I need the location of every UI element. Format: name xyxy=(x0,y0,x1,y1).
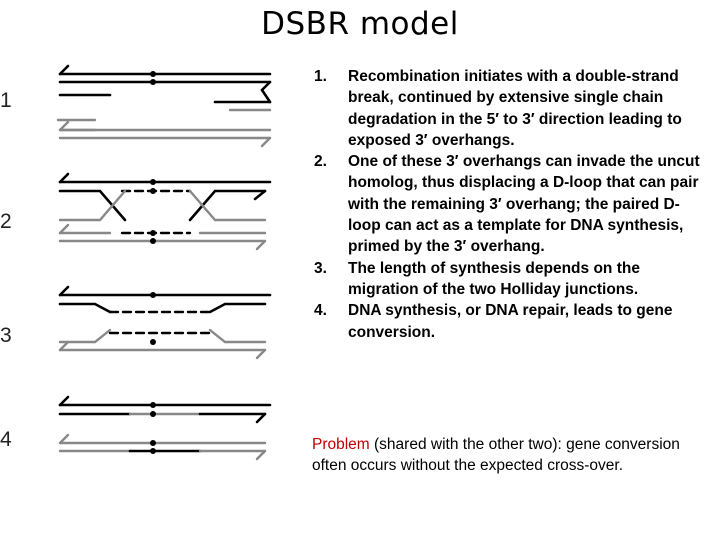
problem-text: (shared with the other two): gene conver… xyxy=(312,436,680,475)
step-item-2: 2. One of these 3′ overhangs can invade … xyxy=(306,151,710,257)
step-item-1: 1. Recombination initiates with a double… xyxy=(306,66,710,151)
step-item-4: 4. DNA synthesis, or DNA repair, leads t… xyxy=(306,300,710,343)
dsbr-diagram: 1 2 3 4 xyxy=(0,64,272,461)
step-number: 3. xyxy=(314,259,327,277)
problem-note: Problem (shared with the other two): gen… xyxy=(312,434,702,477)
step-item-3: 3. The length of synthesis depends on th… xyxy=(306,258,710,301)
step-number: 4. xyxy=(314,302,327,320)
step-number: 1. xyxy=(314,68,327,85)
slide-title: DSBR model xyxy=(261,6,459,42)
stage-3-strands xyxy=(58,285,272,360)
stage-2-strands xyxy=(58,172,272,251)
stage-number-1: 1 xyxy=(0,89,12,112)
step-number: 2. xyxy=(314,153,327,171)
stage-number-2: 2 xyxy=(0,210,12,233)
stage-1-strands xyxy=(56,64,272,148)
stage-number-4: 4 xyxy=(0,428,12,451)
step-text: Recombination initiates with a double-st… xyxy=(348,68,682,149)
step-text: DNA synthesis, or DNA repair, leads to g… xyxy=(348,302,673,341)
problem-label: Problem xyxy=(312,436,370,453)
stage-4-strands xyxy=(58,395,272,461)
step-text: The length of synthesis depends on the m… xyxy=(348,259,640,298)
stage-number-3: 3 xyxy=(0,324,12,347)
step-text: One of these 3′ overhangs can invade the… xyxy=(348,153,700,256)
steps-list: 1. Recombination initiates with a double… xyxy=(306,66,710,343)
